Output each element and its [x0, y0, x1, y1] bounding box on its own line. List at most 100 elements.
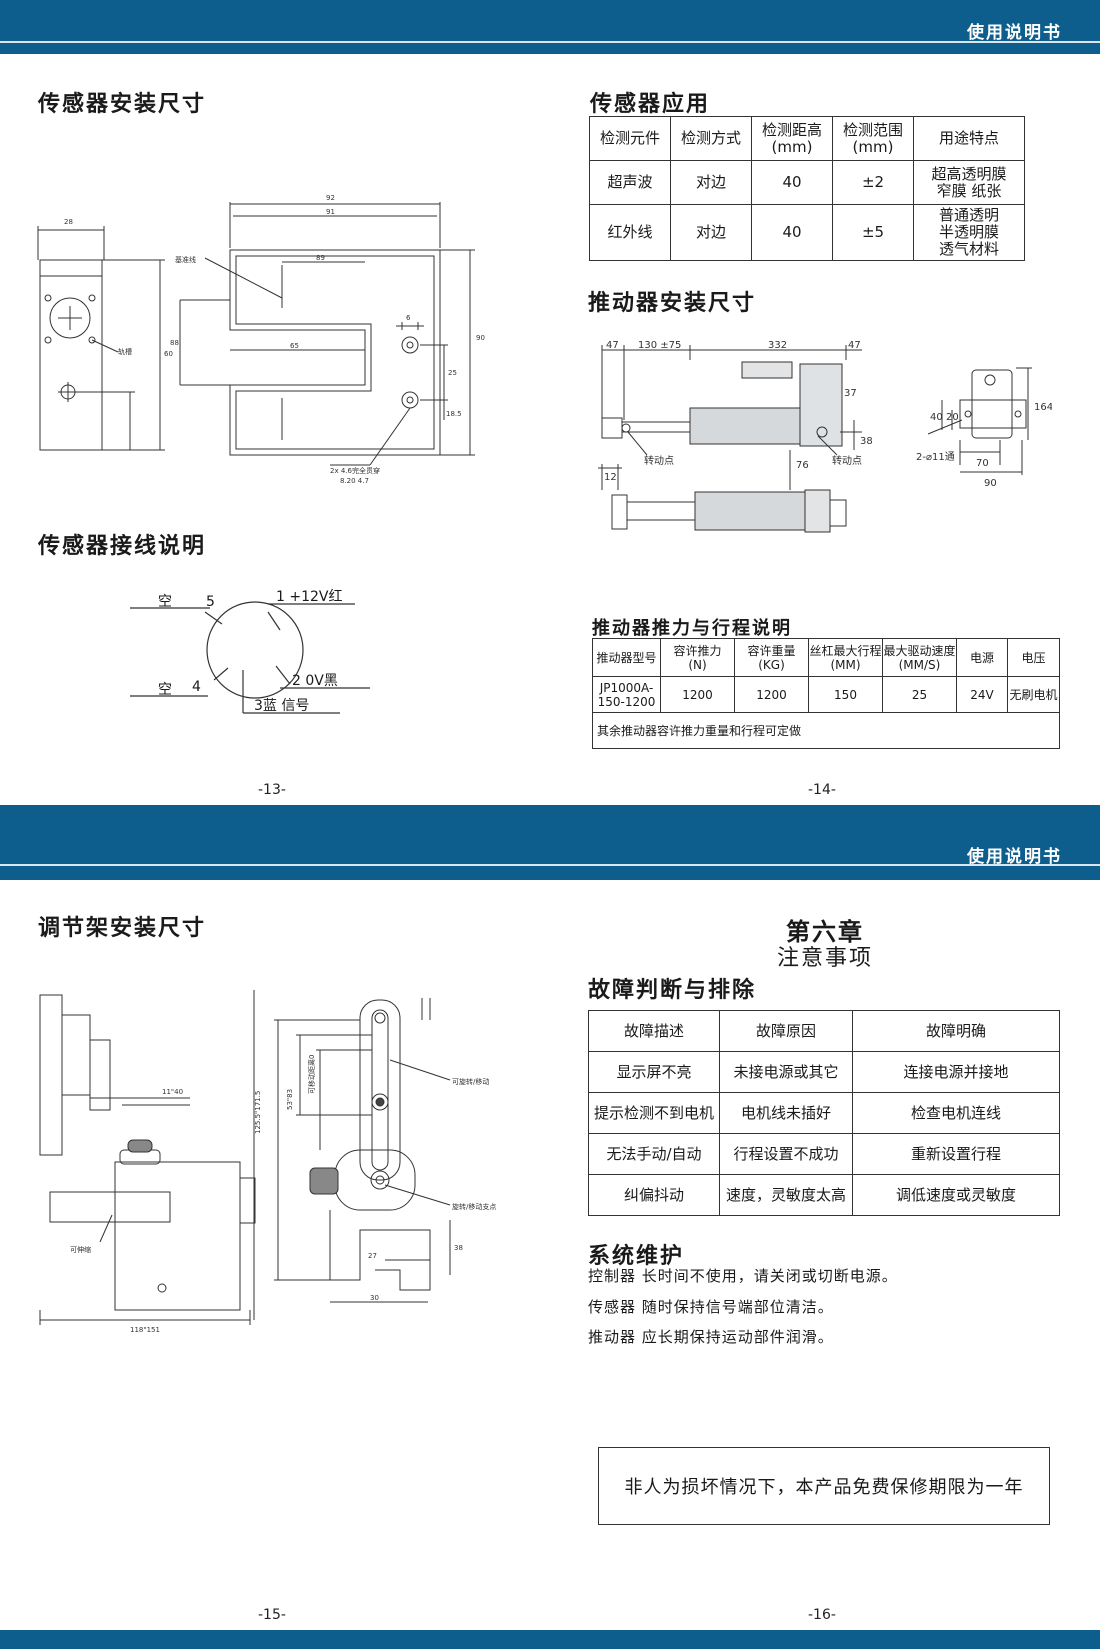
pin5-number: 5 [206, 594, 215, 610]
sensor-header-cell: 检测距高 (mm) [751, 116, 833, 161]
label-pivot-1: 转动点 [644, 454, 674, 467]
sensor-header-cell: 用途特点 [913, 116, 1025, 161]
maintenance-item: 控制器 长时间不使用，请关闭或切断电源。 [588, 1267, 898, 1285]
table-row: 红外线 对边 40 ±5 普通透明 半透明膜 透气材料 [589, 204, 1025, 261]
table-row: 纠偏抖动 速度，灵敏度太高 调低速度或灵敏度 [588, 1174, 1060, 1216]
bracket-install-title: 调节架安装尺寸 [38, 916, 207, 941]
thrust-header-cell: 容许推力 (N) [660, 638, 735, 677]
dim-164: 164 [1034, 402, 1052, 413]
page-number-15: -15- [258, 1607, 286, 1623]
dim-47-right: 47 [848, 340, 861, 351]
chapter-title: 第六章 [786, 918, 864, 946]
table-cell: 1200 [660, 676, 735, 713]
wiring-diagram: 空 5 1 +12V红 空 4 2 0V黑 3蓝 信号 [130, 589, 370, 714]
table-cell: 纠偏抖动 [588, 1174, 720, 1216]
label-ref-line: 基准线 [175, 255, 196, 264]
thrust-header-cell: 电源 [956, 638, 1008, 677]
table-cell: JP1000A- 150-1200 [592, 676, 661, 713]
dim-47-left: 47 [606, 340, 619, 351]
table-cell: 24V [956, 676, 1008, 713]
dim-53-83: 53"83 [286, 1089, 294, 1110]
dim-20: 20 [946, 412, 959, 423]
thrust-header-cell: 推动器型号 [592, 638, 661, 677]
thrust-stroke-title: 推动器推力与行程说明 [592, 618, 792, 639]
header-label-middle: 使用说明书 [967, 847, 1062, 867]
thrust-header-cell: 丝杠最大行程 (MM) [808, 638, 883, 677]
table-cell: 电机线未插好 [719, 1092, 853, 1134]
table-cell: 显示屏不亮 [588, 1051, 720, 1093]
dim-70: 70 [976, 458, 989, 469]
dim-89: 89 [316, 254, 325, 262]
table-cell: 速度，灵敏度太高 [719, 1174, 853, 1216]
dim-130: 130 ±75 [638, 340, 681, 351]
table-row: 无法手动/自动 行程设置不成功 重新设置行程 [588, 1133, 1060, 1175]
table-row: JP1000A- 150-1200 1200 1200 150 25 24V 无… [592, 676, 1060, 713]
table-row: 超声波 对边 40 ±2 超高透明膜 窄膜 纸张 [589, 160, 1025, 205]
table-cell: 未接电源或其它 [719, 1051, 853, 1093]
dim-90: 90 [984, 478, 997, 489]
sensor-install-drawing: 28 92 91 89 65 90 60 88 25 18.5 6 基准线 轨槽… [37, 194, 485, 485]
page-number-13: -13- [258, 782, 286, 798]
dim-30: 30 [370, 1294, 379, 1302]
middle-header-stripe [0, 864, 1100, 866]
sensor-header-cell: 检测元件 [589, 116, 671, 161]
dim-88: 88 [170, 339, 179, 347]
sensor-header-cell: 检测方式 [670, 116, 752, 161]
thrust-header-cell: 容许重量 (KG) [734, 638, 809, 677]
dim-91: 91 [326, 208, 335, 216]
thrust-note: 其余推动器容许推力重量和行程可定做 [592, 712, 1060, 749]
label-range: 可移动距离0 [307, 1055, 316, 1094]
dim-60: 60 [164, 350, 173, 358]
dim-12: 12 [604, 472, 617, 483]
sensor-install-title: 传感器安装尺寸 [38, 92, 207, 117]
table-cell: 对边 [670, 204, 752, 261]
dim-90: 90 [476, 334, 485, 342]
pin5-label: 空 [158, 594, 172, 610]
dim-28: 28 [64, 218, 73, 226]
dim-11-40: 11"40 [162, 1088, 183, 1096]
thrust-table: 推动器型号 容许推力 (N) 容许重量 (KG) 丝杠最大行程 (MM) 最大驱… [592, 638, 1060, 749]
table-cell: 检查电机连线 [852, 1092, 1060, 1134]
maintenance-item: 传感器 随时保持信号端部位清洁。 [588, 1298, 834, 1316]
table-cell: 红外线 [589, 204, 671, 261]
actuator-install-title: 推动器安装尺寸 [588, 291, 757, 316]
dim-27: 27 [368, 1252, 377, 1260]
dim-37: 37 [844, 388, 857, 399]
table-cell: 连接电源并接地 [852, 1051, 1060, 1093]
label-rotate: 可旋转/移动 [452, 1077, 489, 1086]
table-cell: 40 [751, 160, 833, 205]
label-pivot: 旋转/移动支点 [452, 1202, 496, 1211]
table-cell: 40 [751, 204, 833, 261]
dim-332: 332 [768, 340, 787, 351]
hole-note-2: 8.20 4.7 [340, 477, 369, 485]
hole-note-1: 2x 4.6完全贯穿 [330, 466, 380, 475]
top-header-stripe [0, 41, 1100, 43]
table-row: 显示屏不亮 未接电源或其它 连接电源并接地 [588, 1051, 1060, 1093]
dim-118-151: 118"151 [130, 1326, 160, 1334]
fault-table: 故障描述 故障原因 故障明确 显示屏不亮 未接电源或其它 连接电源并接地 提示检… [588, 1010, 1060, 1216]
chapter-subtitle: 注意事项 [776, 946, 873, 971]
pin4-number: 4 [192, 679, 201, 695]
warranty-notice: 非人为损坏情况下，本产品免费保修期限为一年 [598, 1447, 1050, 1525]
table-cell: 无法手动/自动 [588, 1133, 720, 1175]
table-cell: 对边 [670, 160, 752, 205]
table-cell: 重新设置行程 [852, 1133, 1060, 1175]
dim-25: 25 [448, 369, 457, 377]
table-cell: 25 [882, 676, 957, 713]
maintenance-item: 推动器 应长期保持运动部件润滑。 [588, 1328, 834, 1346]
page-number-14: -14- [808, 782, 836, 798]
table-cell: 150 [808, 676, 883, 713]
pin2-label: 2 0V黑 [292, 673, 338, 689]
pin3-label: 3蓝 信号 [254, 698, 309, 714]
maintenance-title: 系统维护 [588, 1244, 685, 1269]
table-cell: 无刷电机 [1007, 676, 1060, 713]
dim-38: 38 [860, 436, 873, 447]
sensor-wiring-title: 传感器接线说明 [38, 534, 207, 559]
pin1-label: 1 +12V红 [276, 589, 342, 605]
table-cell: 超高透明膜 窄膜 纸张 [913, 160, 1025, 205]
pin4-label: 空 [158, 682, 172, 698]
table-cell: 行程设置不成功 [719, 1133, 853, 1175]
sensor-application-table: 检测元件 检测方式 检测距高 (mm) 检测范围 (mm) 用途特点 超声波 对… [589, 116, 1025, 261]
actuator-install-drawing: 47 130 ±75 332 47 37 38 12 76 164 40 20 … [598, 340, 1052, 533]
sensor-header-cell: 检测范围 (mm) [832, 116, 914, 161]
